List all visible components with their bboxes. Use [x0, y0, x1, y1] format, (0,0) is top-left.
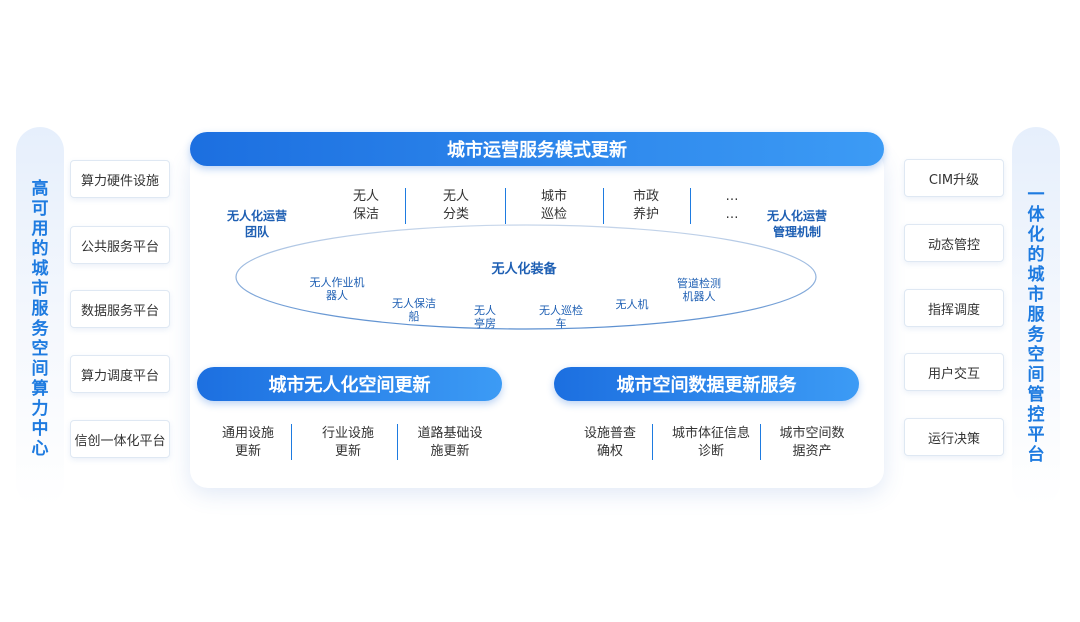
left-item-public-service: 公共服务平台: [70, 226, 170, 264]
equip-patrol-car: 无人巡检车: [539, 304, 583, 330]
bl-separator: [291, 424, 292, 460]
br-separator: [760, 424, 761, 460]
ops-separator: [603, 188, 604, 224]
equip-boat: 无人保洁船: [392, 297, 436, 323]
left-pillar-title: 高可 用的 城市 服务 空间 算力 中心: [31, 179, 49, 459]
bl-separator: [397, 424, 398, 460]
right-item-cim: CIM升级: [904, 159, 1004, 197]
equip-kiosk: 无人亭房: [474, 304, 496, 330]
ops-item-maintenance: 市政养护: [632, 189, 659, 222]
ops-item-sorting: 无人分类: [442, 189, 469, 222]
bl-item-industry: 行业设施更新: [321, 426, 374, 459]
ops-team-label: 无人化运营团队: [226, 209, 287, 239]
bottom-right-banner: 城市空间数据更新服务: [554, 367, 859, 401]
equip-robot: 无人作业机器人: [309, 276, 365, 302]
br-item-census: 设施普查确权: [583, 426, 636, 459]
ops-item-inspection: 城市巡检: [540, 189, 567, 222]
ops-mechanism-label: 无人化运营管理机制: [766, 209, 827, 239]
right-pillar: 一体 化的 城市 服务 空间 管控 平台: [1012, 127, 1060, 507]
br-separator: [652, 424, 653, 460]
right-item-dynamic-control: 动态管控: [904, 224, 1004, 262]
br-item-diagnosis: 城市体征信息诊断: [671, 426, 750, 459]
right-pillar-title: 一体 化的 城市 服务 空间 管控 平台: [1027, 185, 1045, 465]
ops-separator: [405, 188, 406, 224]
top-banner: 城市运营服务模式更新: [190, 132, 884, 166]
bl-item-road: 道路基础设施更新: [417, 426, 483, 459]
right-item-user-interaction: 用户交互: [904, 353, 1004, 391]
left-pillar: 高可 用的 城市 服务 空间 算力 中心: [16, 127, 64, 507]
bottom-left-banner: 城市无人化空间更新: [197, 367, 502, 401]
left-item-compute-hardware: 算力硬件设施: [70, 160, 170, 198]
right-item-decision: 运行决策: [904, 418, 1004, 456]
ops-item-more: ……: [725, 189, 739, 222]
equip-drone: 无人机: [615, 298, 649, 311]
left-item-data-service: 数据服务平台: [70, 290, 170, 328]
left-item-compute-scheduling: 算力调度平台: [70, 355, 170, 393]
ops-separator: [505, 188, 506, 224]
equipment-title: 无人化装备: [491, 262, 557, 277]
ops-item-cleaning: 无人保洁: [352, 189, 379, 222]
left-item-xinchuang: 信创一体化平台: [70, 420, 170, 458]
ops-separator: [690, 188, 691, 224]
equip-pipe-robot: 管道检测机器人: [677, 277, 721, 303]
br-item-assets: 城市空间数据资产: [779, 426, 845, 459]
bl-item-general: 通用设施更新: [221, 426, 274, 459]
right-item-command: 指挥调度: [904, 289, 1004, 327]
